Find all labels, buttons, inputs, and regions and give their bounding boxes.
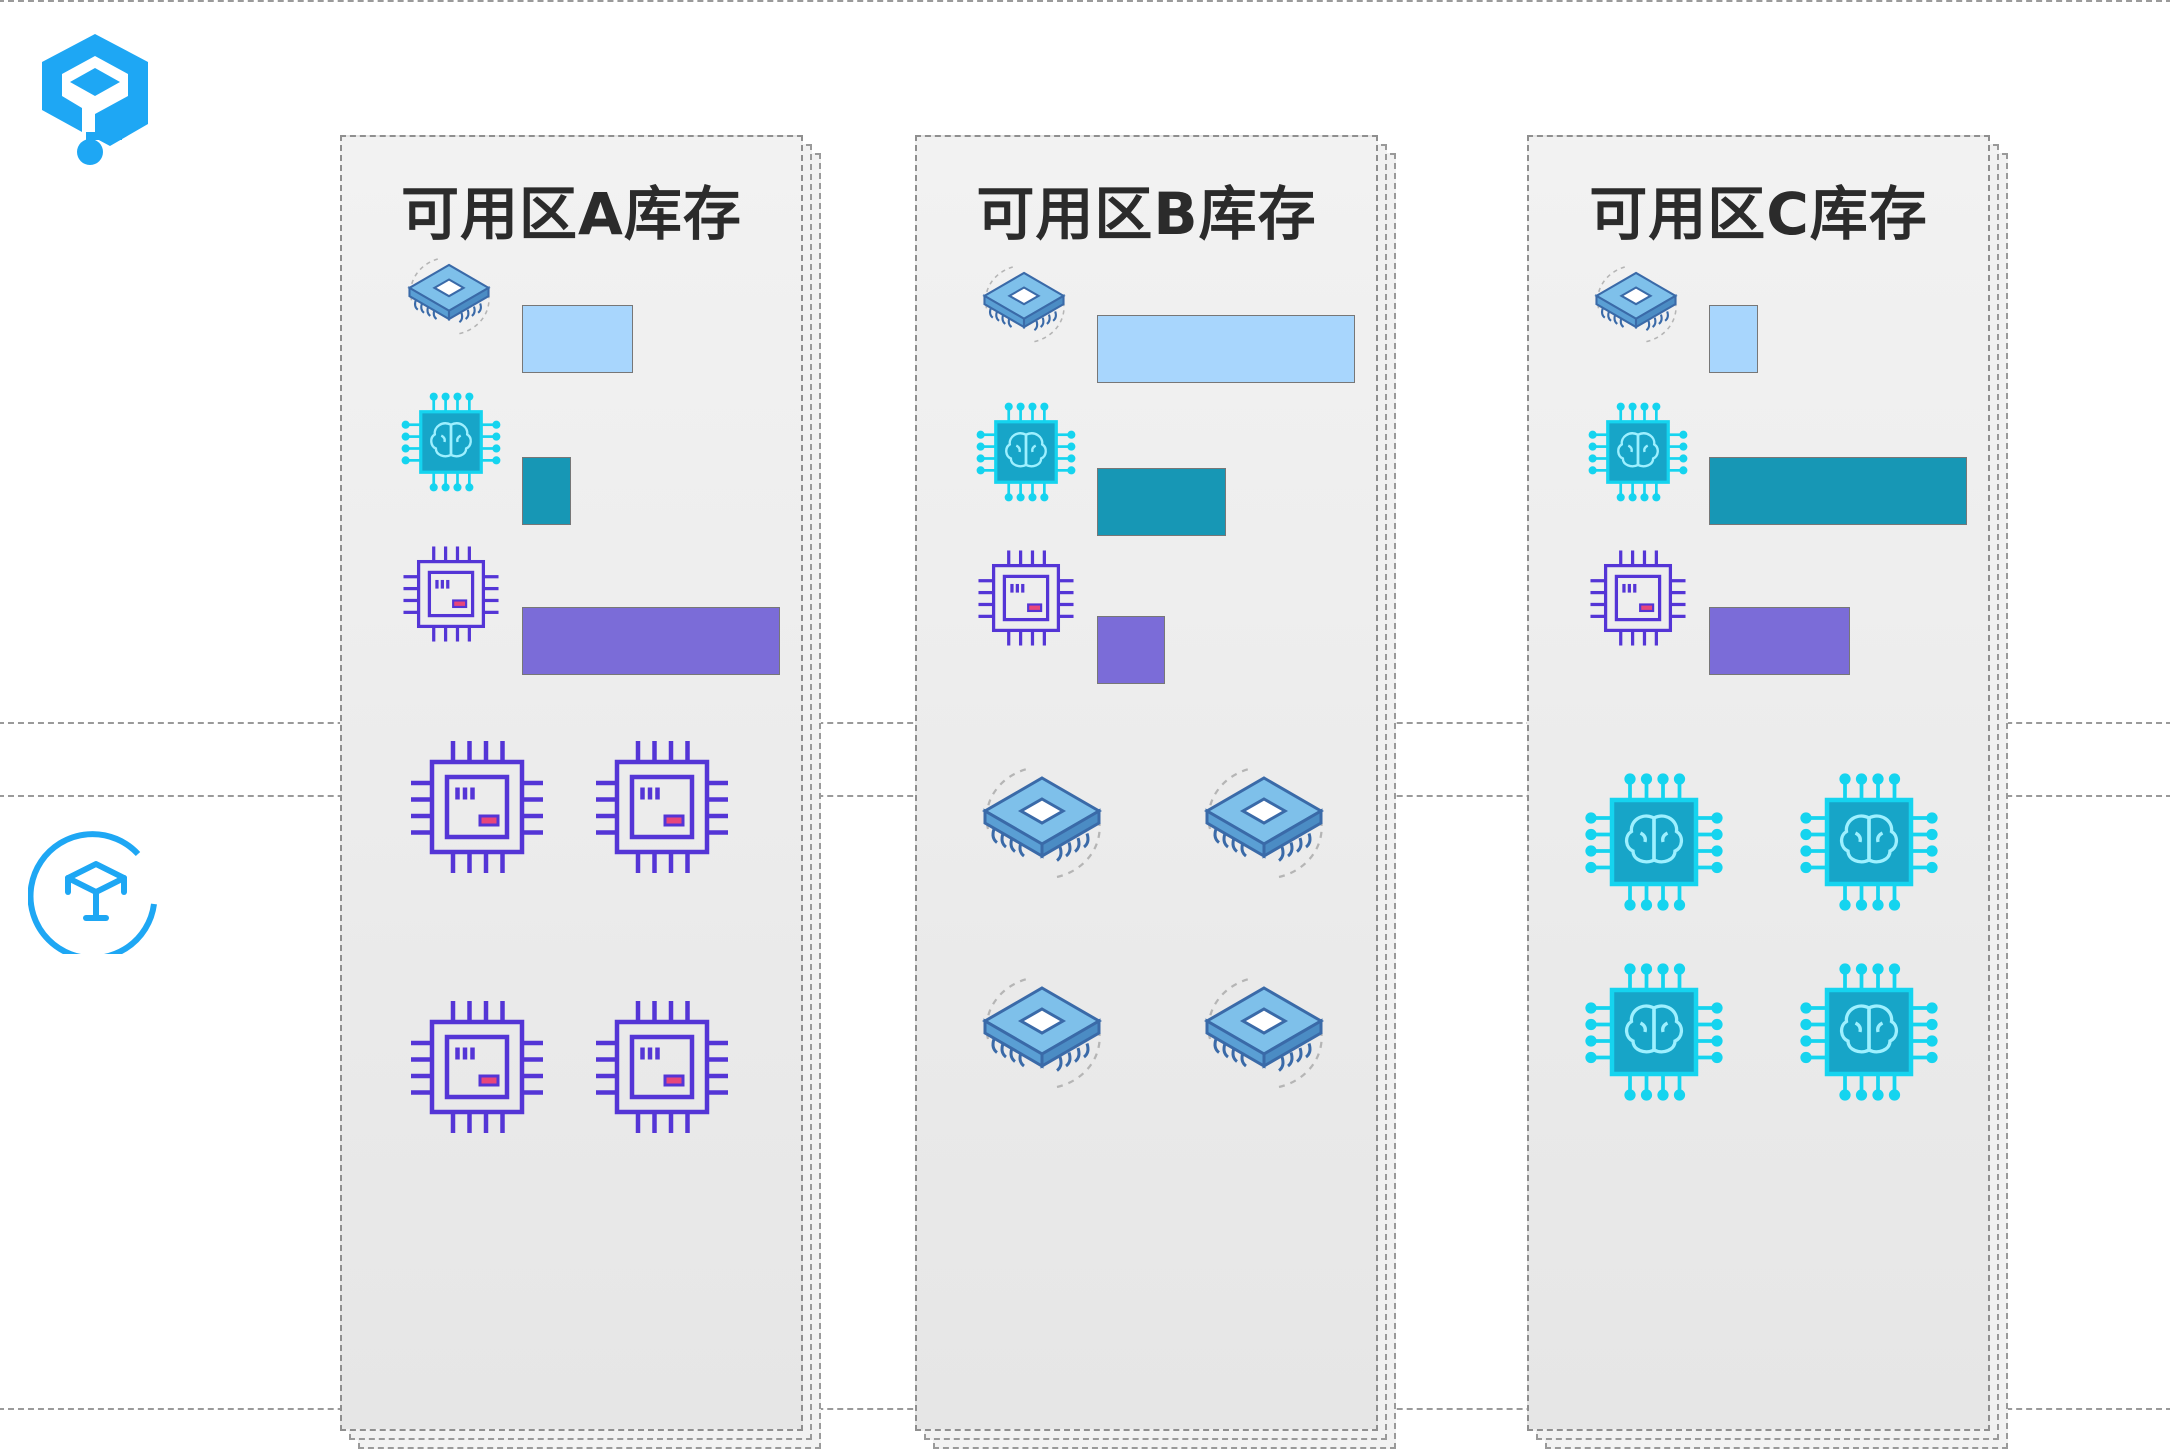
- cpu-chip-icon: [1189, 742, 1339, 892]
- ai-brain-chip-icon: [1584, 398, 1692, 506]
- cpu-chip-icon: [967, 742, 1117, 892]
- inventory-bar-cpu: [1097, 315, 1355, 383]
- inventory-bar-gpu: [1097, 616, 1165, 684]
- ai-brain-chip-icon: [1579, 957, 1729, 1107]
- cpu-chip-icon: [397, 240, 501, 344]
- cpu-chip-icon: [972, 248, 1076, 352]
- inventory-bar-npu: [522, 457, 572, 525]
- zone-title: 可用区A库存: [401, 180, 742, 248]
- gpu-chip-icon: [402, 992, 552, 1142]
- inventory-bar-gpu: [522, 607, 780, 675]
- zone-panel: 可用区C库存: [1527, 135, 1990, 1431]
- zone-panel: 可用区A库存: [340, 135, 803, 1431]
- gpu-chip-icon: [587, 732, 737, 882]
- gpu-chip-icon: [587, 992, 737, 1142]
- zone-title: 可用区B库存: [976, 180, 1317, 248]
- inventory-bar-npu: [1097, 468, 1226, 536]
- cube-logo-icon: [42, 34, 148, 165]
- gpu-chip-icon: [1584, 544, 1692, 652]
- ai-brain-chip-icon: [397, 388, 505, 496]
- cpu-chip-icon: [1584, 248, 1688, 352]
- ai-brain-chip-icon: [1794, 957, 1944, 1107]
- ai-brain-chip-icon: [1794, 767, 1944, 917]
- ai-brain-chip-icon: [972, 398, 1080, 506]
- inventory-bar-cpu: [1709, 305, 1759, 373]
- cpu-chip-icon: [967, 952, 1117, 1102]
- inventory-bar-cpu: [522, 305, 633, 373]
- inventory-bar-gpu: [1709, 607, 1851, 675]
- zone-title: 可用区C库存: [1589, 180, 1928, 248]
- zone-panel: 可用区B库存: [915, 135, 1378, 1431]
- gpu-chip-icon: [972, 544, 1080, 652]
- inventory-bar-npu: [1709, 457, 1967, 525]
- gpu-chip-icon: [402, 732, 552, 882]
- cube-circle-icon: [28, 831, 157, 954]
- ai-brain-chip-icon: [1579, 767, 1729, 917]
- gpu-chip-icon: [397, 540, 505, 648]
- cpu-chip-icon: [1189, 952, 1339, 1102]
